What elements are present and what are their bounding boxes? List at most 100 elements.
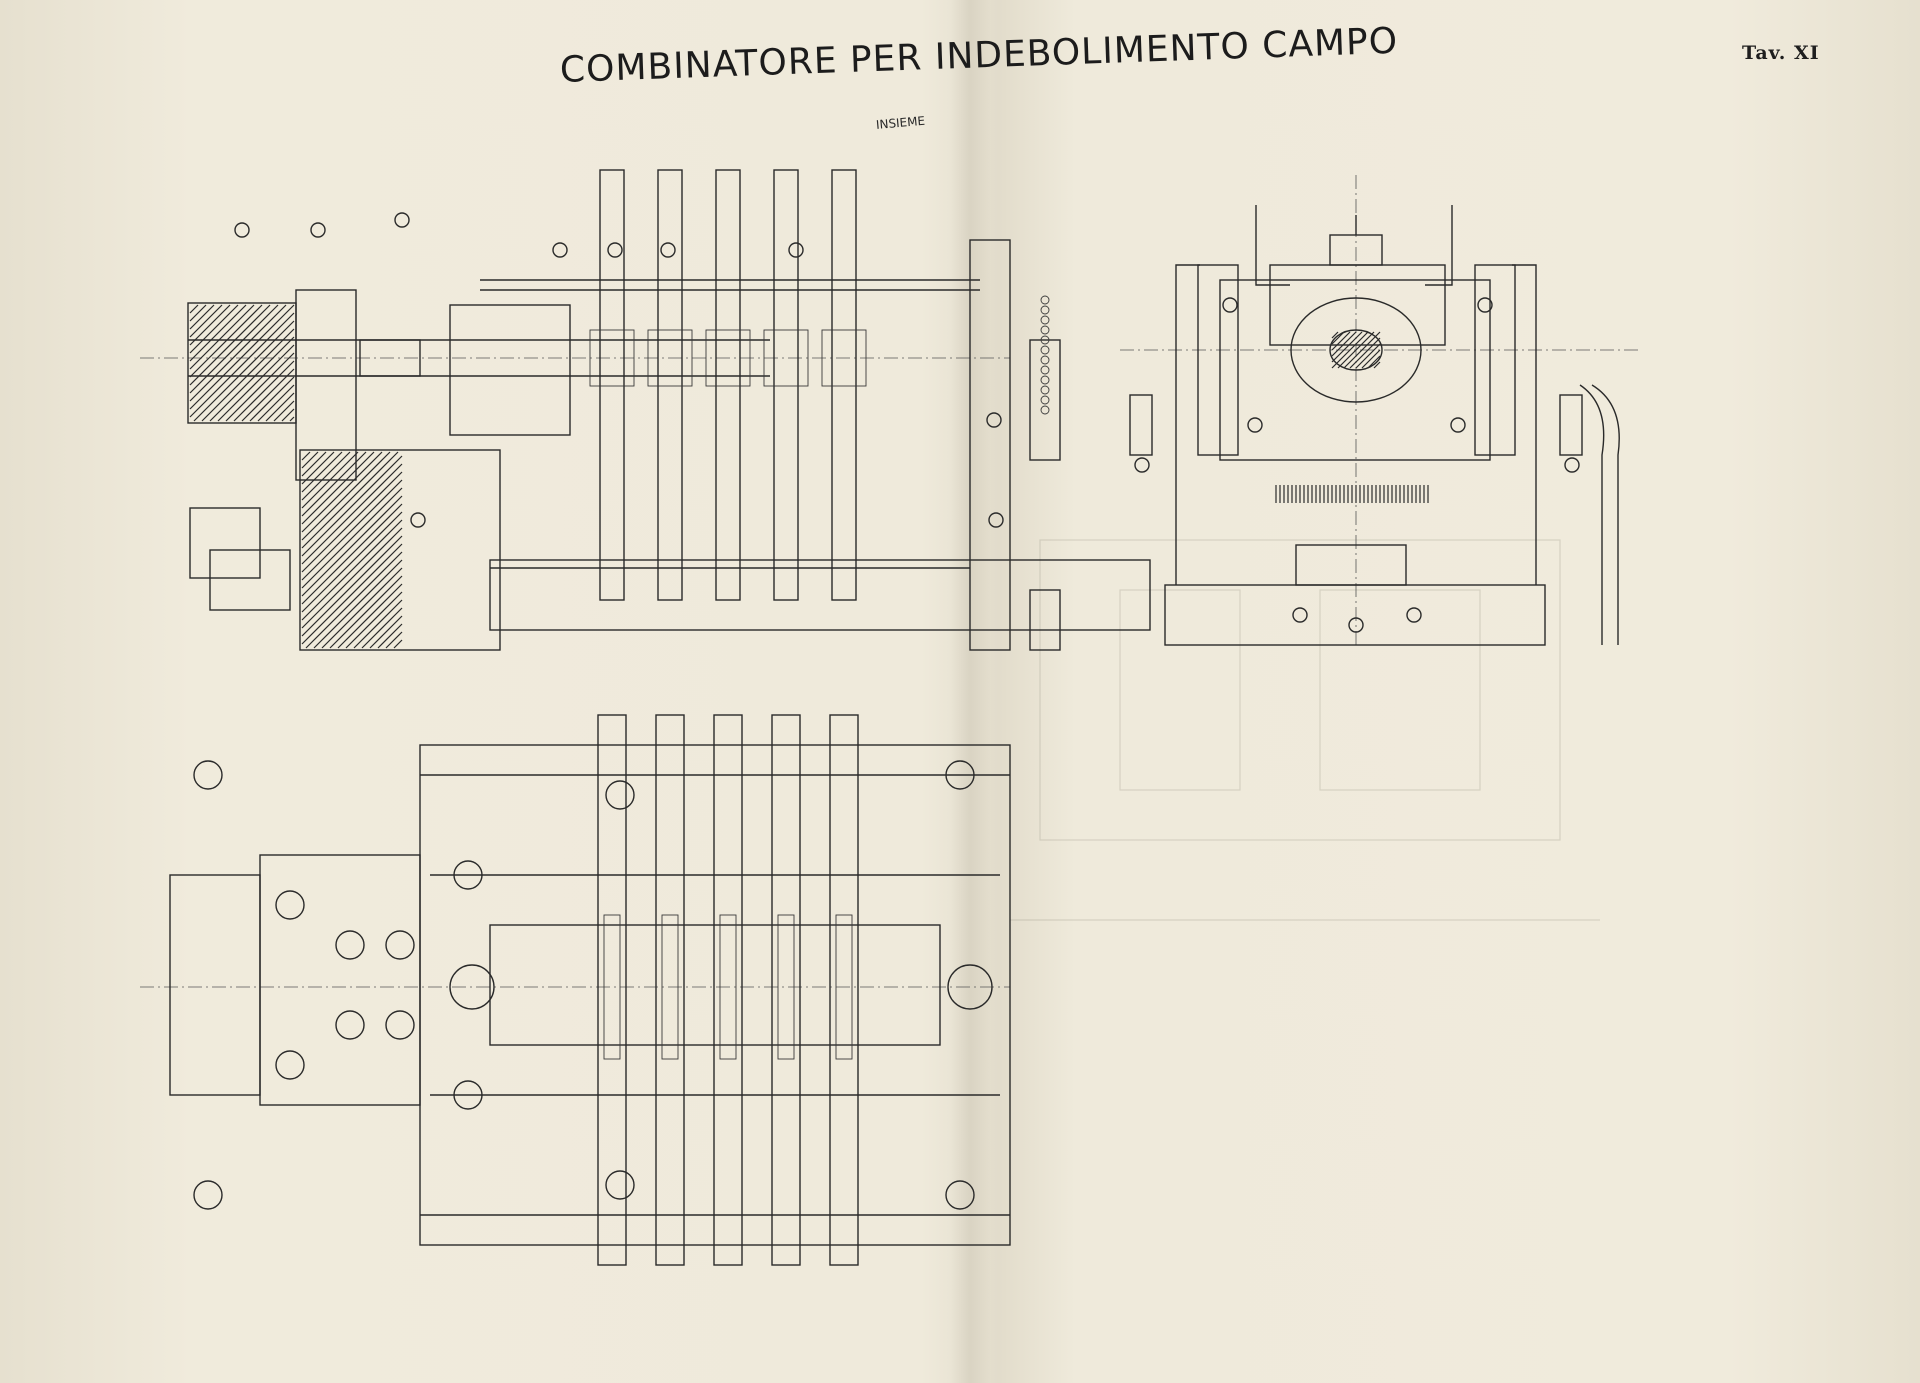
end-view — [1120, 175, 1640, 646]
section-hatching — [265, 392, 295, 422]
section-hatching — [1355, 343, 1381, 369]
section-hatching — [1367, 355, 1381, 369]
section-hatching — [329, 575, 403, 649]
section-hatching — [301, 487, 403, 589]
section-hatching — [273, 400, 295, 422]
cam-hub — [763, 329, 809, 387]
cam-disc-plan — [835, 914, 853, 1060]
bolt-head — [1477, 297, 1493, 313]
bolt-boss — [335, 1010, 365, 1040]
chain-link — [1040, 395, 1050, 405]
section-hatching — [301, 535, 403, 637]
section-hatching — [305, 551, 403, 649]
section-hatching — [301, 503, 403, 605]
bolt-boss — [385, 930, 415, 960]
section-hatching — [1331, 331, 1351, 351]
side-section-view — [140, 169, 1151, 651]
bolt-head — [1134, 457, 1150, 473]
bolt-boss — [335, 930, 365, 960]
show-through-ghost — [1010, 539, 1600, 921]
section-hatching — [369, 615, 403, 649]
cam-disc-plan — [661, 914, 679, 1060]
chain-link — [1040, 315, 1050, 325]
section-hatching — [201, 328, 295, 422]
section-hatching — [1373, 361, 1381, 369]
contact-disc — [599, 169, 625, 601]
section-hatching — [301, 451, 343, 493]
section-hatching — [289, 416, 295, 422]
section-hatching — [301, 511, 403, 613]
cam-disc-plan — [719, 914, 737, 1060]
section-hatching — [1331, 331, 1345, 345]
bolt-boss — [193, 1180, 223, 1210]
bolt-boss — [605, 1170, 635, 1200]
section-hatching — [301, 451, 311, 461]
section-hatching — [189, 304, 287, 402]
bolt-boss — [275, 1050, 305, 1080]
section-hatching — [281, 408, 295, 422]
section-hatching — [189, 304, 279, 394]
cam-hub — [647, 329, 693, 387]
section-hatching — [189, 304, 239, 354]
cam-hub — [821, 329, 867, 387]
bolt-head — [1222, 297, 1238, 313]
section-hatching — [337, 583, 403, 649]
contact-finger-bar — [829, 714, 859, 1266]
bolt-boss — [605, 780, 635, 810]
contact-disc — [831, 169, 857, 601]
section-hatching — [193, 320, 295, 422]
bolt-head — [1564, 457, 1580, 473]
section-hatching — [189, 304, 223, 338]
bolt-head — [607, 242, 623, 258]
bolt-head — [986, 412, 1002, 428]
section-hatching — [301, 463, 403, 565]
bolt-boss — [453, 860, 483, 890]
chain-link — [1040, 295, 1050, 305]
plan-view — [140, 714, 1011, 1266]
section-hatching — [301, 451, 351, 501]
bolt-head — [234, 222, 250, 238]
section-hatching — [385, 631, 403, 649]
contact-disc — [715, 169, 741, 601]
section-hatching — [301, 451, 327, 477]
section-hatching — [301, 527, 403, 629]
section-hatching — [301, 451, 391, 541]
section-hatching — [189, 304, 231, 346]
bolt-boss — [193, 760, 223, 790]
bolt-head — [660, 242, 676, 258]
section-hatching — [393, 639, 403, 649]
section-hatching — [189, 304, 247, 362]
section-hatching — [301, 543, 403, 645]
section-hatching — [1331, 331, 1369, 369]
bolt-head — [410, 512, 426, 528]
section-hatching — [345, 591, 403, 649]
chain-link — [1040, 305, 1050, 315]
section-hatching — [301, 495, 403, 597]
section-hatching — [225, 352, 295, 422]
section-hatching — [1331, 331, 1339, 339]
chain-link — [1040, 335, 1050, 345]
section-hatching — [301, 451, 335, 485]
cam-hub — [705, 329, 751, 387]
bolt-boss — [945, 760, 975, 790]
section-hatching — [189, 312, 295, 418]
bolt-head — [394, 212, 410, 228]
bolt-head — [988, 512, 1004, 528]
section-hatching — [301, 471, 403, 573]
section-hatching — [361, 607, 403, 649]
section-hatching — [209, 336, 295, 422]
bolt-head — [310, 222, 326, 238]
section-hatching — [189, 304, 215, 330]
section-hatching — [301, 451, 375, 525]
section-hatching — [257, 384, 295, 422]
contact-finger-bar — [771, 714, 801, 1266]
section-hatching — [301, 519, 403, 621]
section-hatching — [313, 559, 403, 649]
section-hatching — [189, 304, 271, 386]
chain-link — [1040, 405, 1050, 415]
chain-link — [1040, 345, 1050, 355]
section-hatching — [1331, 331, 1363, 363]
chain-link — [1040, 325, 1050, 335]
page-gutter — [950, 0, 990, 1383]
